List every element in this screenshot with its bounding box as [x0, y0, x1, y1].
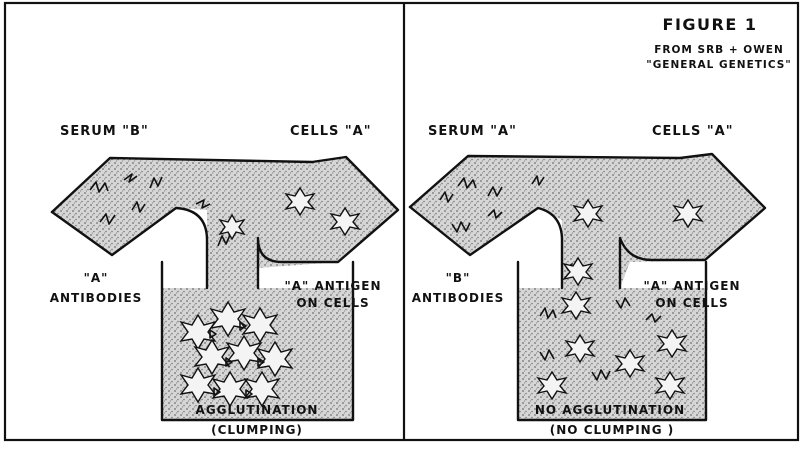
right-cells-label: CELLS "A" [652, 124, 733, 139]
left-antibody-label-line2: ANTIBODIES [50, 291, 143, 305]
right-serum-label: SERUM "A" [428, 124, 517, 139]
right-result-line1: NO AGGLUTINATION [535, 403, 685, 417]
left-antibody-label-line1: "A" [84, 271, 109, 285]
figure-source-line1: FROM SRB + OWEN [654, 44, 784, 56]
left-serum-label: SERUM "B" [60, 124, 149, 139]
figure-title: FIGURE 1 [663, 15, 758, 34]
figure-source-line2: "GENERAL GENETICS" [646, 59, 792, 71]
right-antigen-label-line1: "A" ANTIGEN [643, 279, 740, 293]
right-antigen-label-line2: ON CELLS [655, 296, 728, 310]
right-result-line2: (NO CLUMPING ) [550, 423, 674, 437]
right-antibody-label-line2: ANTIBODIES [412, 291, 505, 305]
left-panel: SERUM "B" CELLS "A" [50, 124, 398, 437]
left-result-line2: (CLUMPING) [211, 423, 303, 437]
right-panel: SERUM "A" CELLS "A" [410, 124, 765, 437]
left-cells-label: CELLS "A" [290, 124, 371, 139]
right-antibody-label-line1: "B" [446, 271, 471, 285]
left-antigen-label-line1: "A" ANTIGEN [284, 279, 381, 293]
left-antigen-label-line2: ON CELLS [296, 296, 369, 310]
left-result-line1: AGGLUTINATION [196, 403, 319, 417]
